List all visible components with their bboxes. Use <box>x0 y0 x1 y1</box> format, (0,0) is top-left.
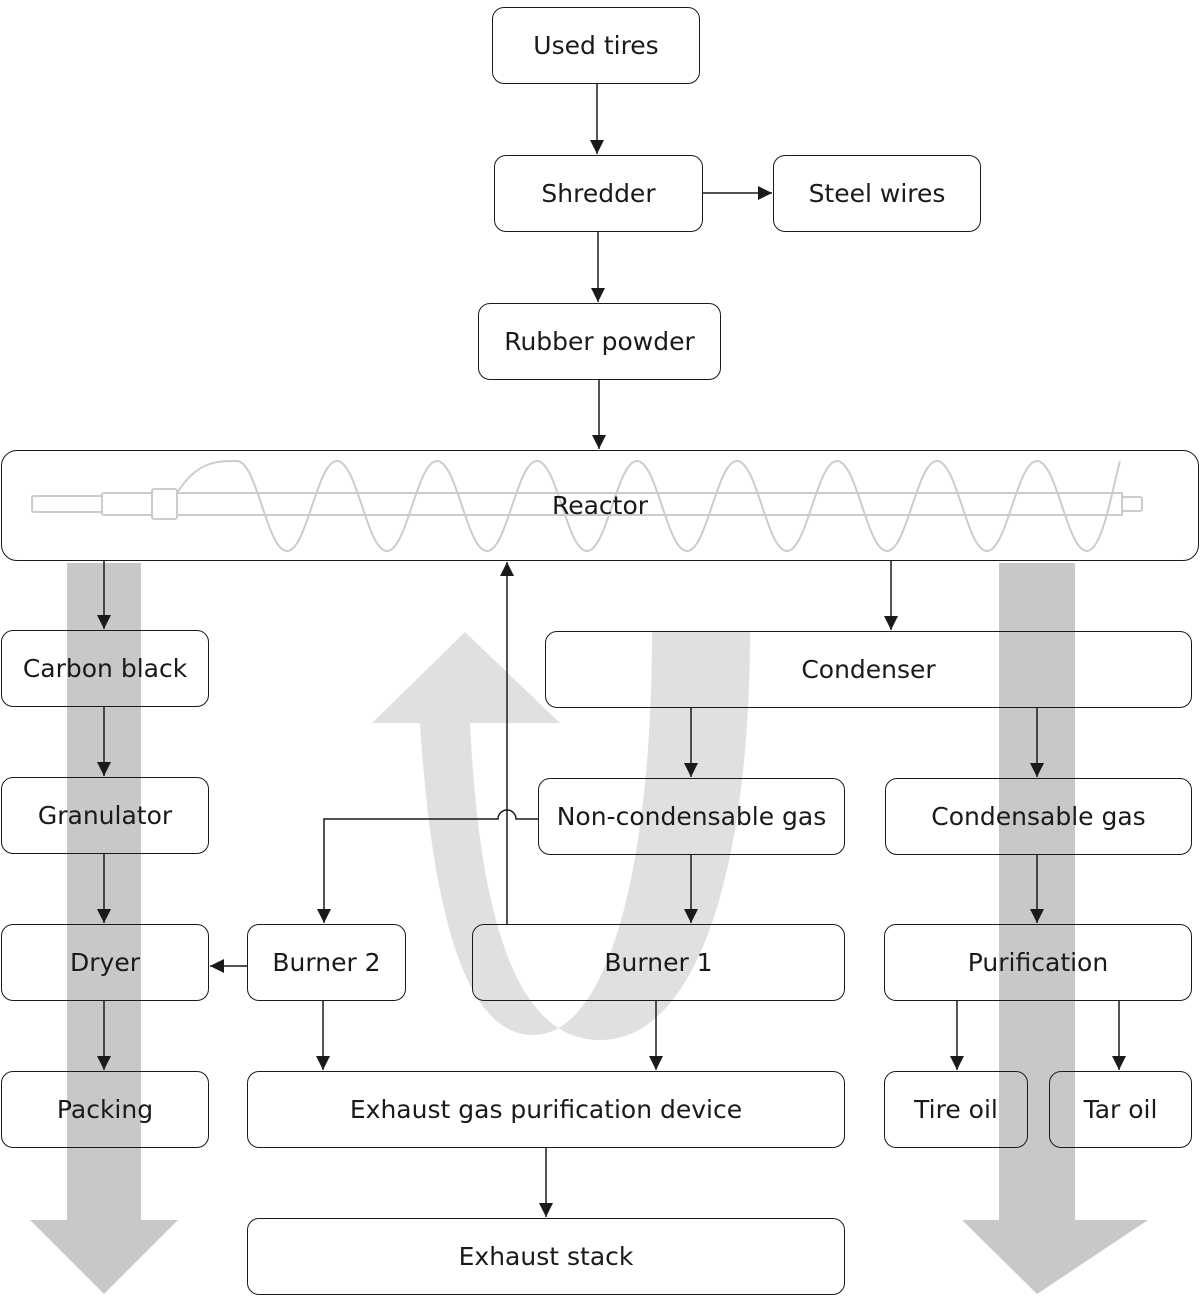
used-tires-box: Used tires <box>492 7 700 84</box>
flow-down-arrow-icon <box>30 563 178 1294</box>
shredder-box: Shredder <box>494 155 703 232</box>
exhaust-stack-label: Exhaust stack <box>458 1242 634 1271</box>
steel-wires-box: Steel wires <box>773 155 981 232</box>
recycle-loop-arrow-icon <box>372 632 750 1040</box>
tar-oil-box: Tar oil <box>1049 1071 1192 1148</box>
non-condensable-gas-label: Non-condensable gas <box>556 802 827 831</box>
tire-oil-label: Tire oil <box>914 1095 998 1124</box>
granulator-label: Granulator <box>37 801 173 830</box>
burner-2-label: Burner 2 <box>272 948 381 977</box>
rubber-powder-label: Rubber powder <box>504 327 695 356</box>
dryer-label: Dryer <box>70 948 140 977</box>
exhaust-gas-purification-device-label: Exhaust gas purification device <box>349 1095 743 1124</box>
dryer-box: Dryer <box>1 924 209 1001</box>
condensable-gas-label: Condensable gas <box>931 802 1146 831</box>
tar-oil-label: Tar oil <box>1083 1095 1158 1124</box>
granulator-box: Granulator <box>1 777 209 854</box>
condenser-label: Condenser <box>801 655 936 684</box>
exhaust-stack-box: Exhaust stack <box>247 1218 845 1295</box>
carbon-black-box: Carbon black <box>1 630 209 707</box>
used-tires-label: Used tires <box>533 31 659 60</box>
exhaust-gas-purification-device-box: Exhaust gas purification device <box>247 1071 845 1148</box>
packing-label: Packing <box>56 1095 154 1124</box>
burner-2-box: Burner 2 <box>247 924 406 1001</box>
shredder-label: Shredder <box>541 179 656 208</box>
burner-1-box: Burner 1 <box>472 924 845 1001</box>
purification-box: Purification <box>884 924 1192 1001</box>
flow-down-arrow-icon <box>962 563 1148 1294</box>
screw-conveyor-icon <box>31 459 1143 553</box>
burner-1-label: Burner 1 <box>604 948 713 977</box>
steel-wires-label: Steel wires <box>808 179 946 208</box>
non-condensable-gas-box: Non-condensable gas <box>538 778 845 855</box>
reactor-box: Reactor <box>1 450 1199 561</box>
packing-box: Packing <box>1 1071 209 1148</box>
condensable-gas-box: Condensable gas <box>885 778 1192 855</box>
purification-label: Purification <box>967 948 1109 977</box>
rubber-powder-box: Rubber powder <box>478 303 721 380</box>
tire-oil-box: Tire oil <box>884 1071 1028 1148</box>
reactor-label: Reactor <box>551 491 649 520</box>
carbon-black-label: Carbon black <box>22 654 188 683</box>
condenser-box: Condenser <box>545 631 1192 708</box>
